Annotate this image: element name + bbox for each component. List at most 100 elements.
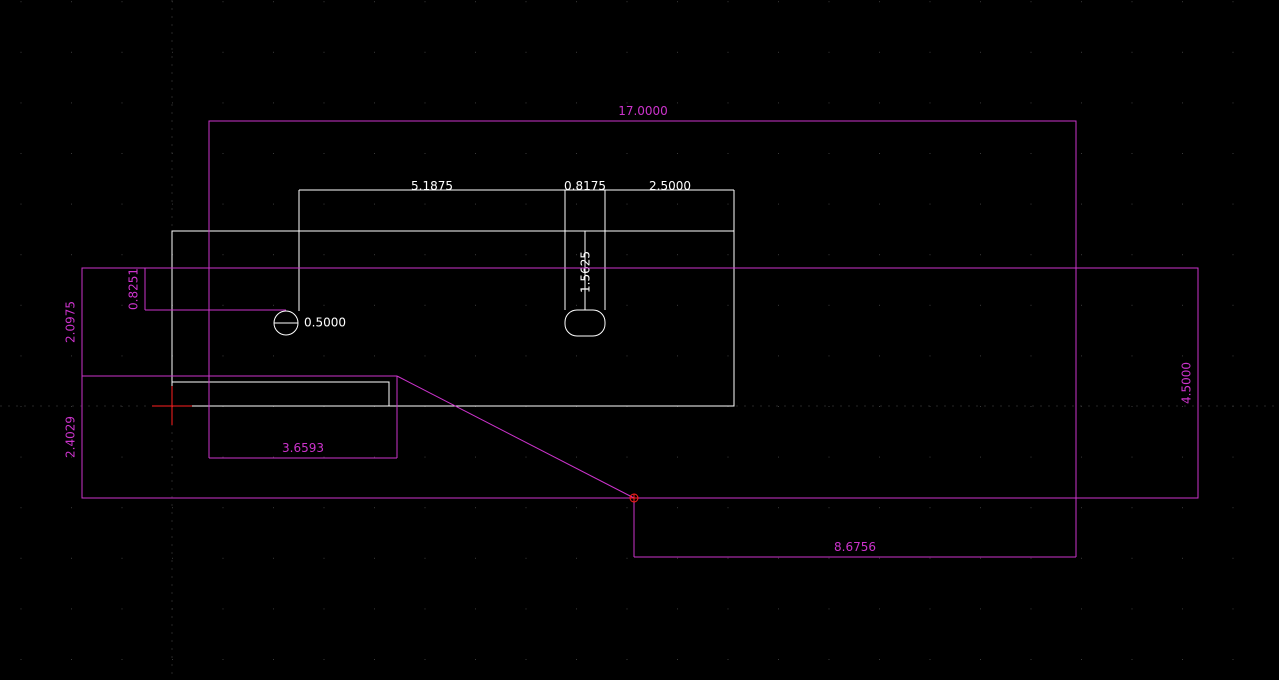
grid-dot — [222, 557, 224, 559]
grid-dot — [374, 304, 375, 306]
grid-dot — [71, 507, 72, 509]
grid-dot — [677, 659, 678, 660]
white-dimension-labels: 5.1875 0.8175 2.5000 0.5000 1.5625 — [304, 179, 691, 330]
grid-dot — [677, 153, 678, 154]
grid-dot — [980, 304, 981, 306]
grid-dot — [929, 456, 931, 458]
grid-dot — [828, 456, 830, 458]
part-geometry[interactable] — [171, 230, 735, 407]
grid-dot — [929, 153, 931, 154]
grid-dot — [1030, 203, 1032, 205]
grid-dot — [374, 659, 375, 660]
grid-dot — [879, 355, 880, 357]
grid-dot — [475, 507, 476, 509]
grid-dot — [323, 51, 325, 53]
grid-dot — [222, 51, 224, 53]
grid-dot — [879, 507, 880, 509]
grid-dot — [424, 507, 426, 509]
grid-dot — [879, 203, 880, 205]
grid-dot — [879, 254, 880, 256]
grid-dot — [475, 51, 476, 53]
grid-dot — [778, 507, 779, 509]
grid-dot — [1182, 406, 1183, 407]
grid-dot — [980, 51, 981, 53]
grid-dot — [576, 456, 577, 458]
grid-dot — [727, 102, 729, 104]
grid-dot — [778, 608, 779, 610]
notch-step[interactable] — [172, 381, 390, 406]
grid-dot — [475, 355, 476, 357]
grid-dot — [374, 153, 375, 154]
grid-dot — [222, 507, 224, 509]
slot[interactable] — [564, 309, 606, 337]
grid-dot — [626, 507, 628, 509]
dim-right-height: 4.5000 — [1180, 362, 1194, 404]
grid-dot — [626, 304, 628, 306]
grid-dot — [1030, 153, 1032, 154]
grid-dot — [424, 659, 426, 660]
grid-dot — [525, 659, 527, 660]
grid-dot — [677, 507, 678, 509]
grid-dot — [121, 456, 123, 458]
grid-dot — [424, 254, 426, 256]
grid-dot — [273, 254, 274, 256]
grid-dot — [980, 456, 981, 458]
grid-dot — [20, 355, 22, 357]
grid-dot — [1131, 203, 1133, 205]
grid-dot — [576, 203, 577, 205]
plate-outline[interactable] — [171, 230, 735, 407]
grid-dot — [677, 203, 678, 205]
outer-envelope[interactable] — [81, 267, 1199, 499]
grid-dot — [20, 659, 22, 660]
snap-circle-icon[interactable] — [629, 493, 639, 503]
diagonal-line[interactable] — [396, 375, 635, 499]
grid-dot — [980, 406, 981, 407]
grid-dot — [273, 557, 274, 559]
grid-dot — [1030, 102, 1032, 104]
grid-dot — [323, 659, 325, 660]
grid-dot — [1182, 355, 1183, 357]
grid-dot — [828, 304, 830, 306]
grid-dot — [273, 203, 274, 205]
grid-dot — [525, 355, 527, 357]
grid-dot — [121, 1, 123, 3]
dim-left-height-lower: 2.4029 — [64, 416, 78, 458]
grid-dot — [222, 153, 224, 154]
grid-dot — [475, 203, 476, 205]
grid-dot — [980, 659, 981, 660]
grid-dot — [1081, 456, 1082, 458]
grid-dot — [20, 1, 22, 3]
grid-dot — [1232, 102, 1234, 104]
grid-dot — [172, 203, 173, 205]
grid-dot — [778, 659, 779, 660]
grid-dot — [424, 153, 426, 154]
grid-dot — [374, 1, 375, 3]
grid-dot — [1232, 1, 1234, 3]
grid-dot — [424, 1, 426, 3]
dim-notch-length: 3.6593 — [282, 441, 324, 455]
grid-dot — [626, 608, 628, 610]
dim-slot-width: 0.8175 — [564, 179, 606, 193]
grid-dot — [626, 1, 628, 3]
grid-dot — [71, 304, 72, 306]
grid-dot — [1182, 557, 1183, 559]
grid-dot — [71, 153, 72, 154]
grid-dot — [1081, 507, 1082, 509]
grid-dot — [273, 608, 274, 610]
grid-dot — [879, 659, 880, 660]
grid-dot — [121, 304, 123, 306]
grid-dot — [677, 304, 678, 306]
grid-dot — [677, 355, 678, 357]
grid-dot — [980, 608, 981, 610]
dim-hole-diameter: 0.5000 — [304, 316, 346, 330]
grid-dot — [778, 203, 779, 205]
grid-dot — [879, 557, 880, 559]
grid-dot — [71, 406, 72, 407]
magenta-geometry[interactable] — [81, 120, 1199, 558]
overall-length-frame[interactable] — [208, 120, 1077, 557]
grid-dot — [1081, 304, 1082, 306]
grid-dot — [677, 254, 678, 256]
grid-dot — [20, 102, 22, 104]
